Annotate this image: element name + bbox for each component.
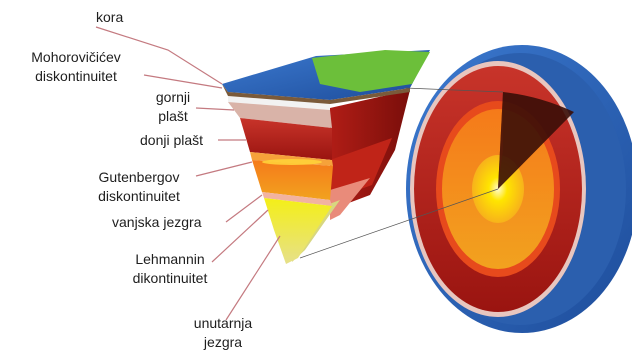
- label-vanjska-text: vanjska jezgra: [112, 214, 202, 230]
- label-lehmann-line1: Lehmannin: [118, 250, 222, 269]
- leader-unutarnja: [226, 236, 280, 320]
- label-unutarnja-line2: jezgra: [182, 333, 264, 352]
- label-lehmann-line2: dikontinuitet: [118, 269, 222, 288]
- label-unutarnja-jezgra: unutarnja jezgra: [182, 314, 264, 352]
- label-donji-plast: donji plašt: [140, 131, 203, 150]
- label-kora-text: kora: [96, 9, 123, 25]
- label-gornji-line1: gornji: [150, 88, 196, 107]
- leader-vanjska: [226, 195, 262, 222]
- label-vanjska-jezgra: vanjska jezgra: [112, 213, 202, 232]
- label-gutenberg-line1: Gutenbergov: [84, 168, 194, 187]
- wedge-land: [312, 50, 430, 92]
- label-moho-line1: Mohorovičićev: [8, 48, 144, 67]
- label-gornji-line2: plašt: [150, 107, 196, 126]
- label-kora: kora: [96, 8, 123, 27]
- earth-wedge: [222, 50, 430, 264]
- leader-gornji: [196, 108, 234, 110]
- earth-sphere: [406, 45, 632, 333]
- label-moho-line2: diskontinuitet: [8, 67, 144, 86]
- label-lehmann: Lehmannin dikontinuitet: [118, 250, 222, 288]
- label-gutenberg: Gutenbergov diskontinuitet: [84, 168, 194, 206]
- leader-gutenberg: [196, 162, 252, 176]
- label-gornji-plast: gornji plašt: [150, 88, 196, 126]
- label-unutarnja-line1: unutarnja: [182, 314, 264, 333]
- label-donji-text: donji plašt: [140, 132, 203, 148]
- label-mohorovicic: Mohorovičićev diskontinuitet: [8, 48, 144, 86]
- wedge-inner-core: [264, 198, 332, 264]
- label-gutenberg-line2: diskontinuitet: [84, 187, 194, 206]
